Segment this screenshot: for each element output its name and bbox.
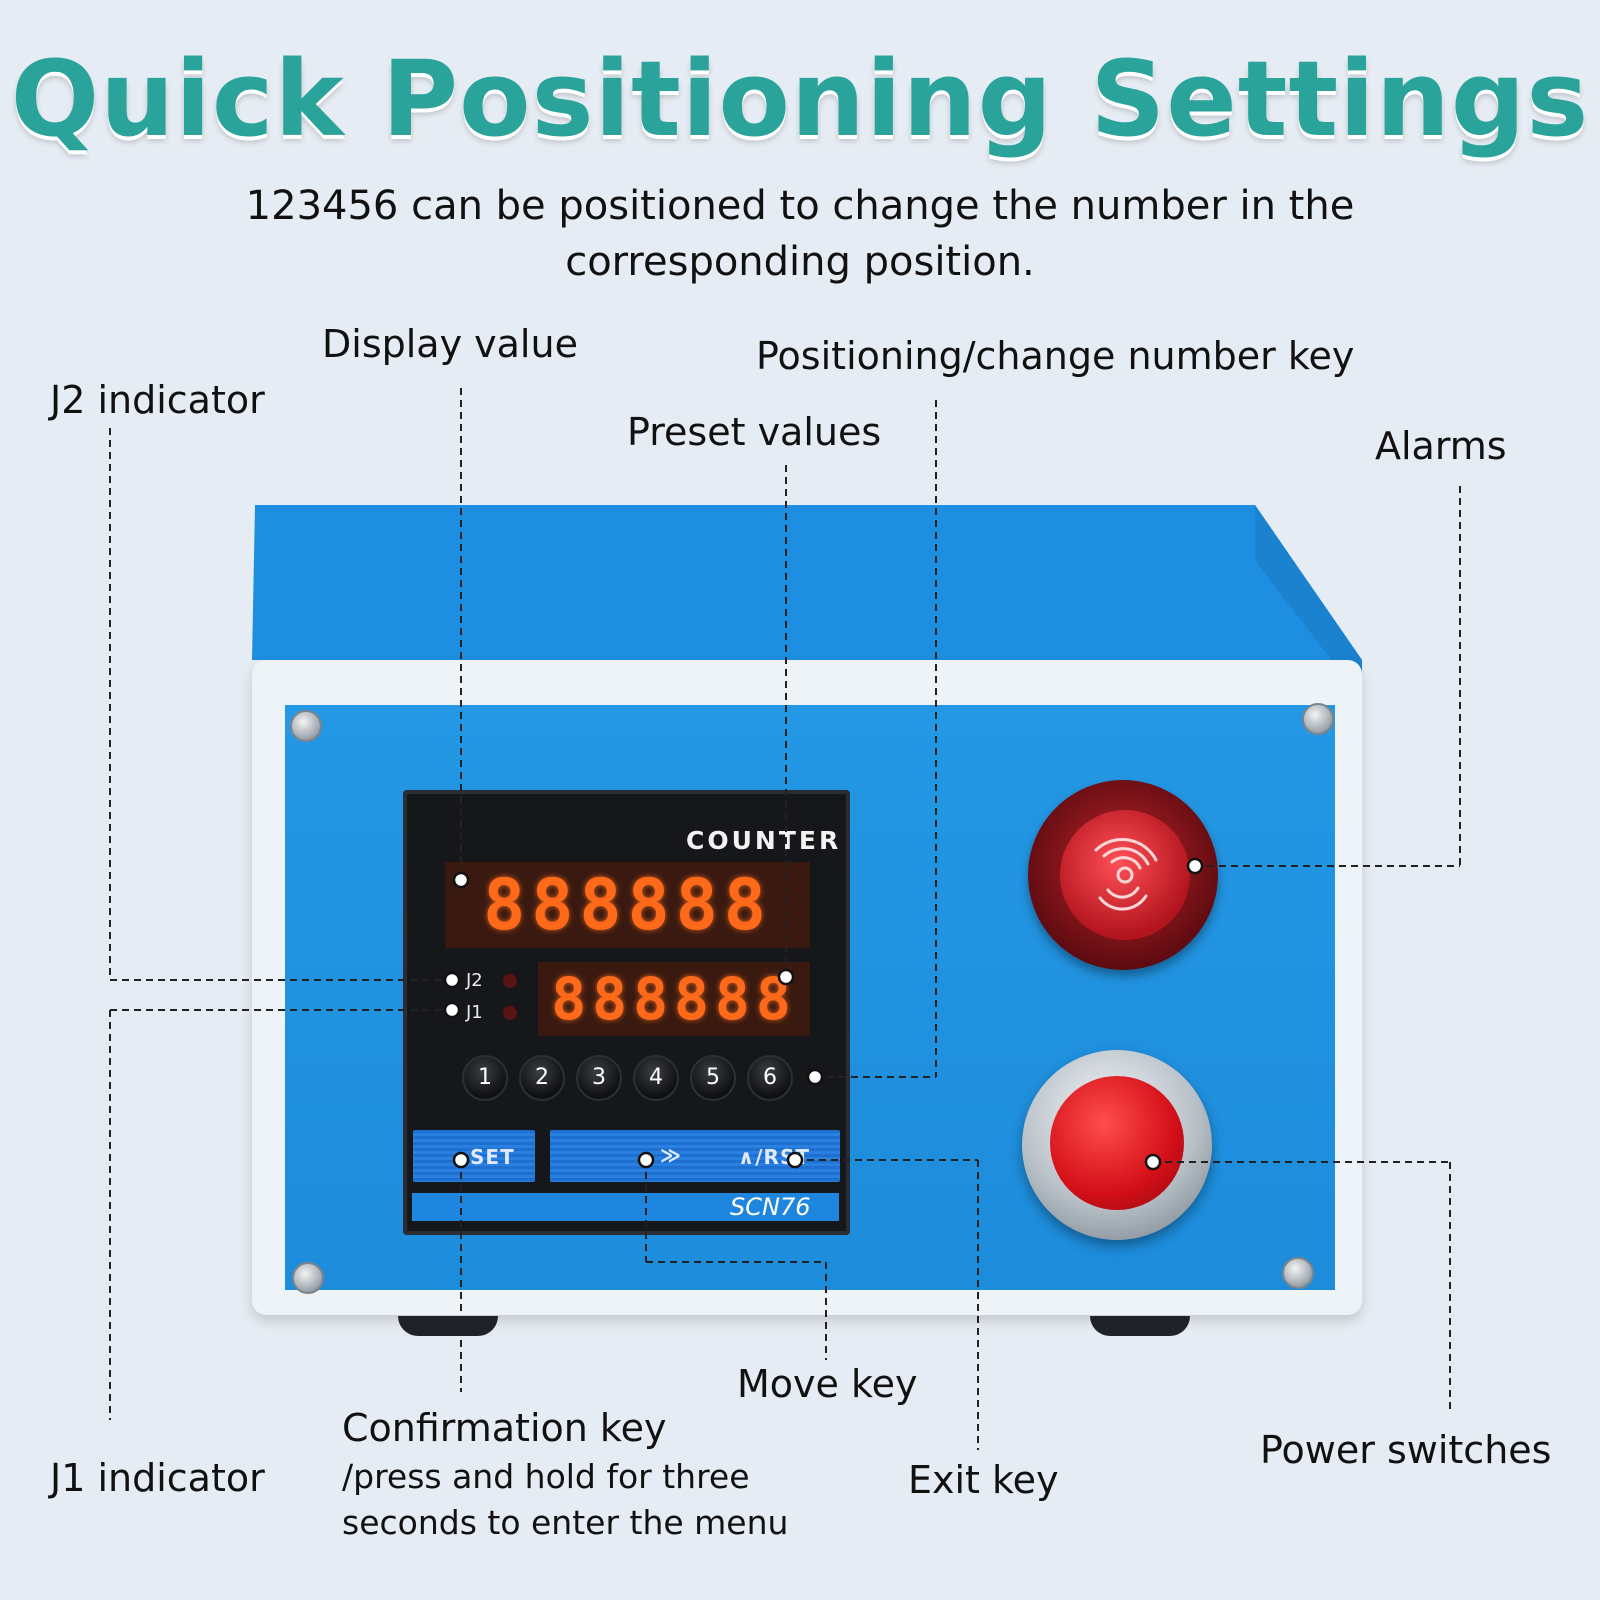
callout-j2-indicator: J2 indicator	[50, 378, 265, 422]
preset-value-readout: 888888	[538, 962, 810, 1036]
j2-indicator-led	[503, 974, 517, 988]
set-key[interactable]: SET	[470, 1145, 515, 1169]
callout-confirmation-detail-1: /press and hold for three	[342, 1457, 750, 1496]
device-foot	[1090, 1316, 1190, 1336]
callout-power-switches: Power switches	[1260, 1428, 1552, 1472]
set-key-strip[interactable]	[413, 1130, 535, 1182]
callout-dot	[1144, 1153, 1162, 1171]
callout-dot	[777, 968, 795, 986]
buzzer-icon	[1094, 837, 1158, 911]
callout-confirmation-key: Confirmation key	[342, 1406, 667, 1450]
callout-dot	[443, 971, 461, 989]
callout-alarms: Alarms	[1375, 424, 1507, 468]
number-key-4[interactable]: 4	[633, 1055, 679, 1101]
page-title: Quick Positioning Settings	[10, 38, 1590, 160]
j2-indicator-label: J2	[466, 970, 483, 991]
model-bar	[412, 1193, 839, 1221]
model-label: SCN76	[730, 1193, 811, 1221]
callout-dot	[637, 1151, 655, 1169]
callout-j1-indicator: J1 indicator	[50, 1456, 265, 1500]
screw-icon	[1282, 1257, 1314, 1289]
callout-dot	[452, 871, 470, 889]
device-foot	[398, 1316, 498, 1336]
alarm-lens	[1060, 810, 1190, 940]
callout-exit-key: Exit key	[908, 1458, 1059, 1502]
callout-move-key: Move key	[737, 1362, 918, 1406]
number-key-1[interactable]: 1	[462, 1055, 508, 1101]
screw-icon	[290, 710, 322, 742]
j1-indicator-label: J1	[466, 1002, 483, 1023]
callout-display-value: Display value	[322, 322, 578, 366]
j1-indicator-led	[503, 1006, 517, 1020]
callout-dot	[786, 1151, 804, 1169]
power-switch-lens[interactable]	[1050, 1076, 1184, 1210]
callout-dot	[1186, 857, 1204, 875]
screw-icon	[292, 1262, 324, 1294]
number-key-3[interactable]: 3	[576, 1055, 622, 1101]
display-value-readout: 888888	[445, 862, 810, 948]
number-key-2[interactable]: 2	[519, 1055, 565, 1101]
callout-dot	[452, 1151, 470, 1169]
screw-icon	[1302, 703, 1334, 735]
callout-confirmation-detail-2: seconds to enter the menu	[342, 1503, 789, 1542]
counter-title: COUNTER	[686, 826, 842, 855]
move-key[interactable]: ≫	[660, 1143, 682, 1167]
callout-preset-values: Preset values	[627, 410, 882, 454]
number-key-5[interactable]: 5	[690, 1055, 736, 1101]
callout-positioning-key: Positioning/change number key	[756, 334, 1355, 378]
callout-dot	[443, 1001, 461, 1019]
callout-dot	[806, 1068, 824, 1086]
number-key-6[interactable]: 6	[747, 1055, 793, 1101]
page-subtitle: 123456 can be positioned to change the n…	[245, 183, 1355, 285]
